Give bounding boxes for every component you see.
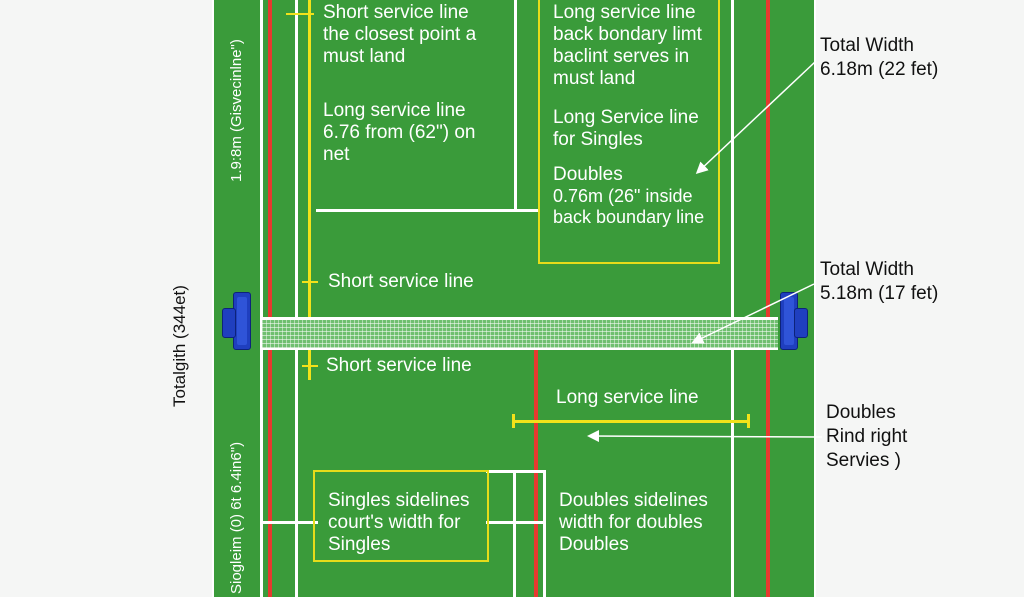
post-cap bbox=[784, 297, 794, 345]
long-boundary-desc-2: baclint serves in bbox=[553, 46, 690, 67]
singles-sidelines-title: Singles sidelines bbox=[328, 490, 470, 511]
long-service-net-label: Long service line 6.76 from (62") on net bbox=[323, 100, 475, 166]
doubles-sidelines-desc-1: width for doubles bbox=[559, 512, 703, 533]
total-width-doubles-value: 6.18m (22 fet) bbox=[820, 59, 939, 80]
short-service-label: Short service line the closest point a m… bbox=[323, 2, 476, 68]
lower-service-cross-line bbox=[262, 521, 318, 524]
yellow-short-marker-top bbox=[286, 13, 314, 15]
singles-sidelines-label: Singles sidelines court's width for Sing… bbox=[328, 490, 470, 556]
long-service-measure-tick-right bbox=[747, 414, 750, 428]
left-outer-boundary bbox=[212, 0, 214, 597]
yellow-short-marker-mid2 bbox=[302, 365, 318, 367]
total-width-singles-value: 5.18m (17 fet) bbox=[820, 283, 939, 304]
long-singles-desc: for Singles bbox=[553, 129, 643, 150]
total-length-vertical: Totalgith (344et) bbox=[170, 285, 189, 407]
doubles-serves-label: Doubles Rind right Servies ) bbox=[826, 401, 907, 473]
lower-right-cross-line bbox=[486, 521, 546, 524]
singles-sidelines-box bbox=[313, 470, 489, 562]
singles-sidelines-desc-2: Singles bbox=[328, 534, 391, 555]
lower-service-vertical-a bbox=[513, 470, 516, 597]
lower-service-vertical-b bbox=[543, 470, 546, 597]
right-singles-sideline-red bbox=[766, 0, 770, 597]
long-service-lower-label: Long service line bbox=[556, 387, 699, 408]
total-width-doubles-label: Total Width 6.18m (22 fet) bbox=[820, 34, 938, 82]
doubles-top-desc-2: back boundary line bbox=[553, 207, 705, 227]
total-width-singles-label: Total Width 5.18m (17 fet) bbox=[820, 258, 938, 306]
yellow-vertical-line bbox=[308, 0, 311, 380]
center-left-line bbox=[295, 0, 298, 597]
doubles-serves-desc-1: Rind right bbox=[826, 426, 908, 447]
net-post-foot-icon bbox=[222, 308, 236, 338]
net-post-foot-icon bbox=[794, 308, 808, 338]
doubles-sidelines-title: Doubles sidelines bbox=[559, 490, 708, 511]
long-boundary-desc-3: must land bbox=[553, 68, 636, 89]
long-service-measure-line bbox=[512, 420, 750, 423]
left-singles-sideline-red bbox=[268, 0, 272, 597]
short-service-mid-label-1: Short service line bbox=[328, 271, 474, 292]
short-service-title: Short service line bbox=[323, 2, 469, 23]
center-red-vertical bbox=[534, 324, 538, 597]
doubles-top-title: Doubles bbox=[553, 164, 623, 185]
doubles-serves-desc-2: Servies ) bbox=[826, 450, 901, 471]
left-doubles-sideline bbox=[260, 0, 263, 597]
arrow-total-width-doubles bbox=[695, 61, 816, 175]
long-service-info-box bbox=[538, 0, 720, 264]
total-width-doubles-title: Total Width bbox=[820, 35, 914, 56]
lower-service-top-line bbox=[486, 470, 546, 473]
arrow-total-width-singles bbox=[691, 283, 815, 344]
short-service-desc-2: must land bbox=[323, 46, 406, 67]
arrow-doubles-serves bbox=[587, 430, 823, 443]
short-service-mid-label-2: Short service line bbox=[326, 355, 472, 376]
inner-service-line-top bbox=[514, 0, 517, 212]
long-boundary-label: Long service line back bondary limt bacl… bbox=[553, 2, 702, 90]
long-singles-title: Long Service line bbox=[553, 107, 699, 128]
doubles-serves-title: Doubles bbox=[826, 402, 896, 423]
lower-measure-vertical: Siogleim (0) 6t 6.4in6") bbox=[228, 441, 245, 594]
post-cap bbox=[237, 297, 247, 345]
short-service-desc-1: the closest point a bbox=[323, 24, 477, 45]
long-service-net-desc-1: 6.76 from (62") on bbox=[323, 122, 476, 143]
right-outer-boundary bbox=[814, 0, 816, 597]
long-service-net-desc-2: net bbox=[323, 144, 350, 165]
long-boundary-title: Long service line bbox=[553, 2, 696, 23]
long-singles-label: Long Service line for Singles bbox=[553, 107, 699, 151]
long-service-measure-tick-left bbox=[512, 414, 515, 428]
total-width-singles-title: Total Width bbox=[820, 259, 914, 280]
doubles-top-desc-1: 0.76m (26" inside bbox=[553, 186, 693, 206]
short-service-line-top bbox=[316, 209, 540, 212]
doubles-sidelines-desc-2: Doubles bbox=[559, 534, 629, 555]
singles-sidelines-desc-1: court's width for bbox=[328, 512, 461, 533]
doubles-top-label: Doubles 0.76m (26" inside back boundary … bbox=[553, 164, 704, 228]
long-service-net-title: Long service line bbox=[323, 100, 466, 121]
yellow-short-marker-mid1 bbox=[302, 281, 318, 283]
long-boundary-desc-1: back bondary limt bbox=[553, 24, 702, 45]
upper-measure-vertical: 1.9:8m (Gisvecinlne") bbox=[228, 39, 245, 182]
doubles-sidelines-label: Doubles sidelines width for doubles Doub… bbox=[559, 490, 708, 556]
right-inner-line bbox=[731, 0, 734, 597]
